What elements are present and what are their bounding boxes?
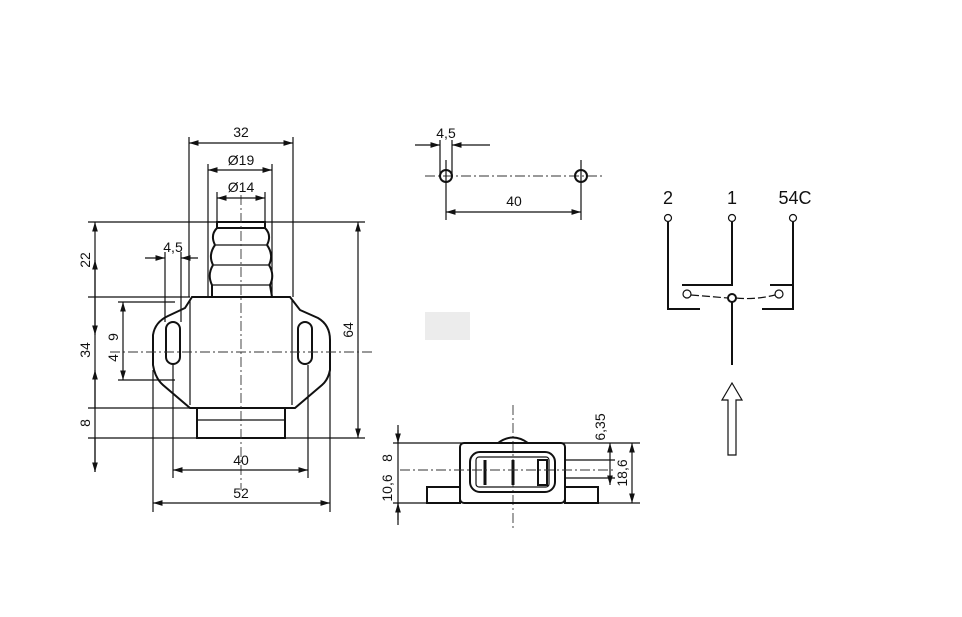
dim-bottom-10-6: 10,6 [379, 474, 395, 501]
dim-4: 4 [105, 354, 121, 362]
switch-schematic: 2 1 54C [663, 188, 812, 456]
hole-pattern-view: 4,5 40 [415, 125, 605, 220]
dim-4-5: 4,5 [163, 239, 183, 255]
dim-bottom-6-35: 6,35 [592, 413, 608, 440]
bottom-view: 8 10,6 6,35 18,6 [379, 405, 640, 530]
dim-8: 8 [77, 419, 93, 427]
dim-22: 22 [77, 252, 93, 268]
dim-40: 40 [233, 452, 249, 468]
dim-dia-19: Ø19 [228, 152, 255, 168]
dim-32: 32 [233, 124, 249, 140]
dim-bottom-8: 8 [379, 454, 395, 462]
dim-34: 34 [77, 342, 93, 358]
terminal-label-1: 1 [727, 188, 737, 208]
pivot-icon [727, 293, 737, 303]
dim-64: 64 [340, 322, 356, 338]
actuation-arrow-icon [720, 381, 744, 456]
watermark-logo [425, 312, 470, 340]
dim-9: 9 [105, 333, 121, 341]
terminal-label-2: 2 [663, 188, 673, 208]
dim-52: 52 [233, 485, 249, 501]
dim-hole-40: 40 [506, 193, 522, 209]
dim-hole-4-5: 4,5 [436, 125, 456, 141]
dim-dia-14: Ø14 [228, 179, 255, 195]
dim-bottom-18-6: 18,6 [614, 459, 630, 486]
terminal-label-54c: 54C [778, 188, 811, 208]
front-view: 32 Ø19 Ø14 4,5 22 34 8 9 4 64 40 52 [77, 124, 372, 512]
